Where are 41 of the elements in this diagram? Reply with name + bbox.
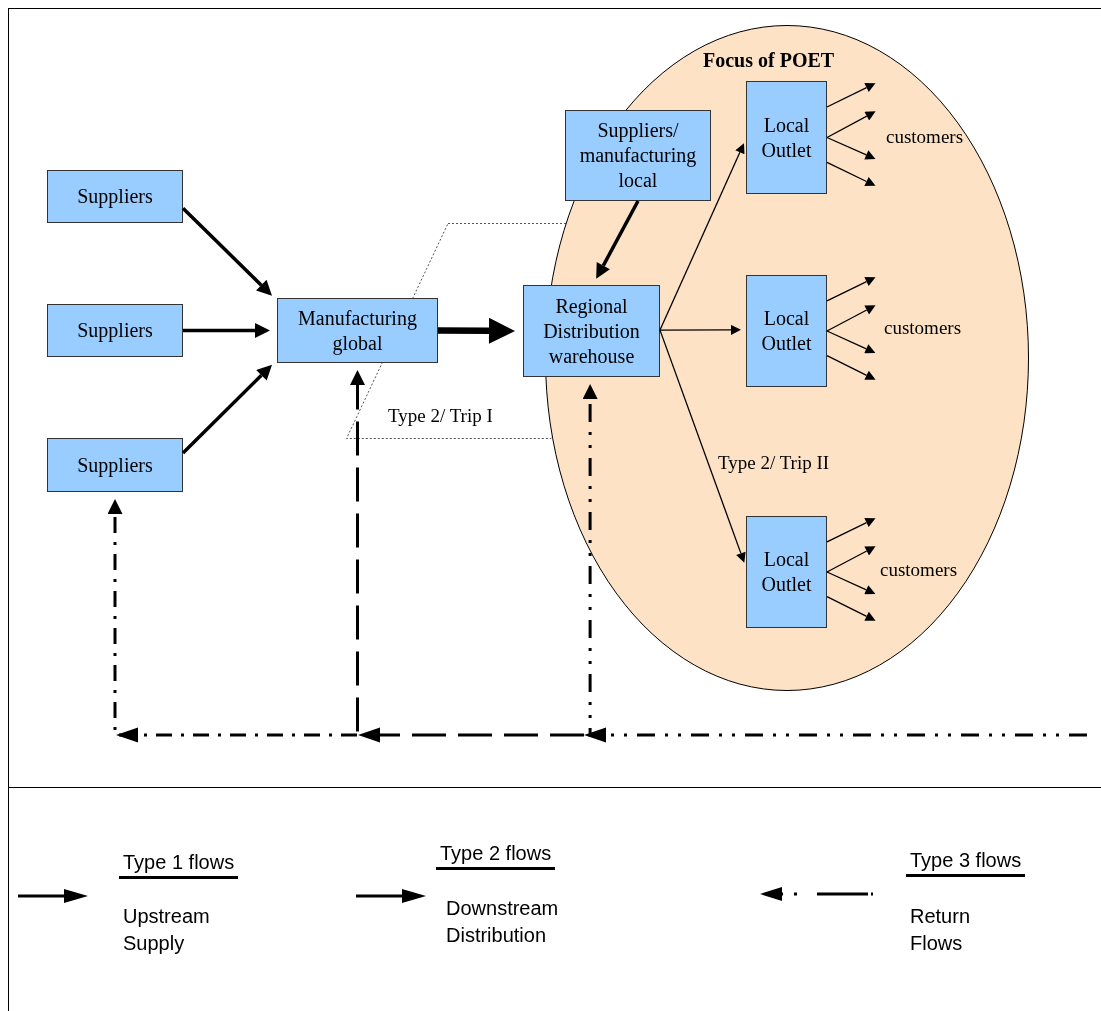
- flow-arrow: [826, 546, 876, 573]
- flow-arrow: [659, 329, 746, 563]
- process-box: Manufacturing global: [277, 298, 438, 363]
- process-box: Local Outlet: [746, 516, 827, 628]
- flow-arrow: [181, 364, 273, 455]
- side-label: customers: [884, 318, 962, 337]
- process-box: Suppliers: [47, 304, 183, 357]
- legend-title: Type 1 flows: [119, 851, 239, 879]
- flow-arrow: [181, 206, 272, 296]
- legend-title: Type 3 flows: [906, 849, 1026, 877]
- flow-arrow: [826, 571, 876, 595]
- flow-arrow: [826, 136, 876, 160]
- flow-arrow: [826, 595, 876, 621]
- legend-title: Type 2 flows: [436, 842, 556, 870]
- region-title: Focus of POET: [703, 49, 835, 71]
- side-label: customers: [880, 560, 958, 579]
- flow-arrow: [437, 317, 515, 344]
- flow-arrow: [826, 518, 876, 543]
- process-box: Suppliers: [47, 438, 183, 492]
- process-box: Suppliers: [47, 170, 183, 223]
- flow-arrow: [826, 111, 876, 139]
- process-box: Local Outlet: [746, 81, 827, 194]
- process-box: Local Outlet: [746, 275, 827, 387]
- legend-description: Upstream Supply: [123, 904, 211, 956]
- flow-arrow: [826, 83, 876, 108]
- flow-arrow: [183, 323, 270, 338]
- process-box: Regional Distribution warehouse: [523, 285, 660, 377]
- flow-arrow: [659, 324, 741, 335]
- edge-label: Type 2/ Trip II: [717, 453, 831, 474]
- side-label: customers: [886, 127, 964, 146]
- edge-label: Type 2/ Trip I: [387, 406, 494, 427]
- legend-description: Downstream Distribution: [446, 896, 560, 948]
- flow-arrow: [826, 354, 876, 380]
- flow-arrow: [826, 277, 876, 302]
- focus-ellipse: [545, 25, 1029, 691]
- flow-arrow: [826, 161, 876, 186]
- legend-description: Return Flows: [910, 904, 972, 956]
- flow-arrow: [659, 143, 745, 331]
- flow-arrow: [826, 305, 876, 332]
- flow-arrow: [826, 330, 876, 354]
- flow-arrow: [596, 200, 640, 279]
